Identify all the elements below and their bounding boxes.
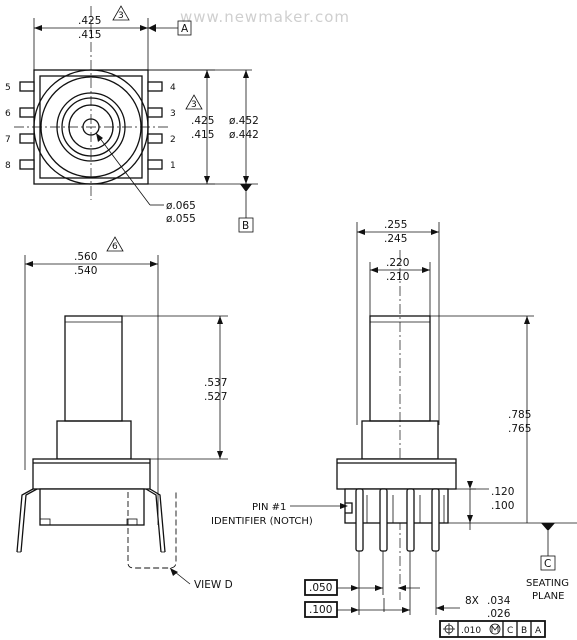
feature-control-frame: .010 C B A <box>439 620 546 638</box>
datum-c-triangle <box>541 523 555 531</box>
pin-label-6: 6 <box>5 109 11 119</box>
datum-a-box <box>177 20 192 36</box>
mmc-modifier-icon <box>489 623 501 635</box>
lead-qty: 8X <box>465 595 479 607</box>
fcf-datum-3: A <box>535 626 542 636</box>
side-width-note: 6 <box>112 242 118 252</box>
datum-a-label: A <box>181 23 189 35</box>
top-dia-max: ø.452 <box>229 115 259 127</box>
pin-label-1: 1 <box>170 161 176 171</box>
top-width-note: 3 <box>118 11 124 21</box>
datum-b-label: B <box>242 220 249 232</box>
pin-label-7: 7 <box>5 135 11 145</box>
front-height-min: .765 <box>508 423 531 435</box>
front-outer-max: .255 <box>384 219 407 231</box>
front-height-max: .785 <box>508 409 531 421</box>
view-d-label: VIEW D <box>194 579 233 591</box>
pin1-note-line2: IDENTIFIER (NOTCH) <box>211 516 313 527</box>
hole-leader-line <box>95 132 151 206</box>
lead-width-max: .034 <box>487 595 511 607</box>
top-view: .425 .415 3 A 5 6 7 8 4 3 2 1 <box>5 5 259 233</box>
side-port-max: .537 <box>204 377 227 389</box>
standoff-max: .120 <box>491 486 514 498</box>
view-d-outline <box>127 492 177 569</box>
front-inner-max: .220 <box>386 257 409 269</box>
pin-label-8: 8 <box>5 161 11 171</box>
top-width-min: .415 <box>78 29 101 41</box>
side-view: .560 .540 6 VIEW D .537 .527 <box>16 236 233 591</box>
seating-plane-line2: PLANE <box>532 591 564 602</box>
front-inner-min: .210 <box>386 271 409 283</box>
side-width-min: .540 <box>74 265 97 277</box>
front-outer-min: .245 <box>384 233 407 245</box>
pin-label-3: 3 <box>170 109 176 119</box>
top-dia-min: ø.442 <box>229 129 259 141</box>
pin1-note-line1: PIN #1 <box>252 502 286 513</box>
basic-dim-050: .050 <box>309 582 332 594</box>
datum-c-label: C <box>544 558 551 570</box>
fcf-datum-2: B <box>521 626 527 636</box>
top-height-note: 3 <box>191 100 197 110</box>
top-width-max: .425 <box>78 15 101 27</box>
lead-width-min: .026 <box>487 608 511 620</box>
pin-label-5: 5 <box>5 83 11 93</box>
hole-dia-min: ø.055 <box>166 213 196 225</box>
side-port-min: .527 <box>204 391 227 403</box>
front-view: .255 .245 .220 .210 PIN #1 I <box>211 219 577 638</box>
hole-dia-max: ø.065 <box>166 200 196 212</box>
basic-dim-050-box <box>304 579 338 596</box>
side-port-tube <box>64 315 123 422</box>
top-height-max: .425 <box>191 115 214 127</box>
top-height-min: .415 <box>191 129 214 141</box>
fcf-tolerance: .010 <box>461 626 481 636</box>
watermark-text: www.newmaker.com <box>180 8 350 26</box>
datum-b-box <box>238 217 254 233</box>
basic-dim-100: .100 <box>309 604 332 616</box>
side-body <box>32 458 151 490</box>
seating-plane-line1: SEATING <box>526 578 569 589</box>
note-triangle-icon <box>112 5 130 21</box>
side-width-max: .560 <box>74 251 97 263</box>
front-body <box>336 458 457 490</box>
pin-label-2: 2 <box>170 135 176 145</box>
fcf-datum-1: C <box>507 626 513 636</box>
pin-label-4: 4 <box>170 83 176 93</box>
datum-c-box <box>540 555 556 571</box>
basic-dim-100-box <box>304 601 338 618</box>
standoff-min: .100 <box>491 500 514 512</box>
